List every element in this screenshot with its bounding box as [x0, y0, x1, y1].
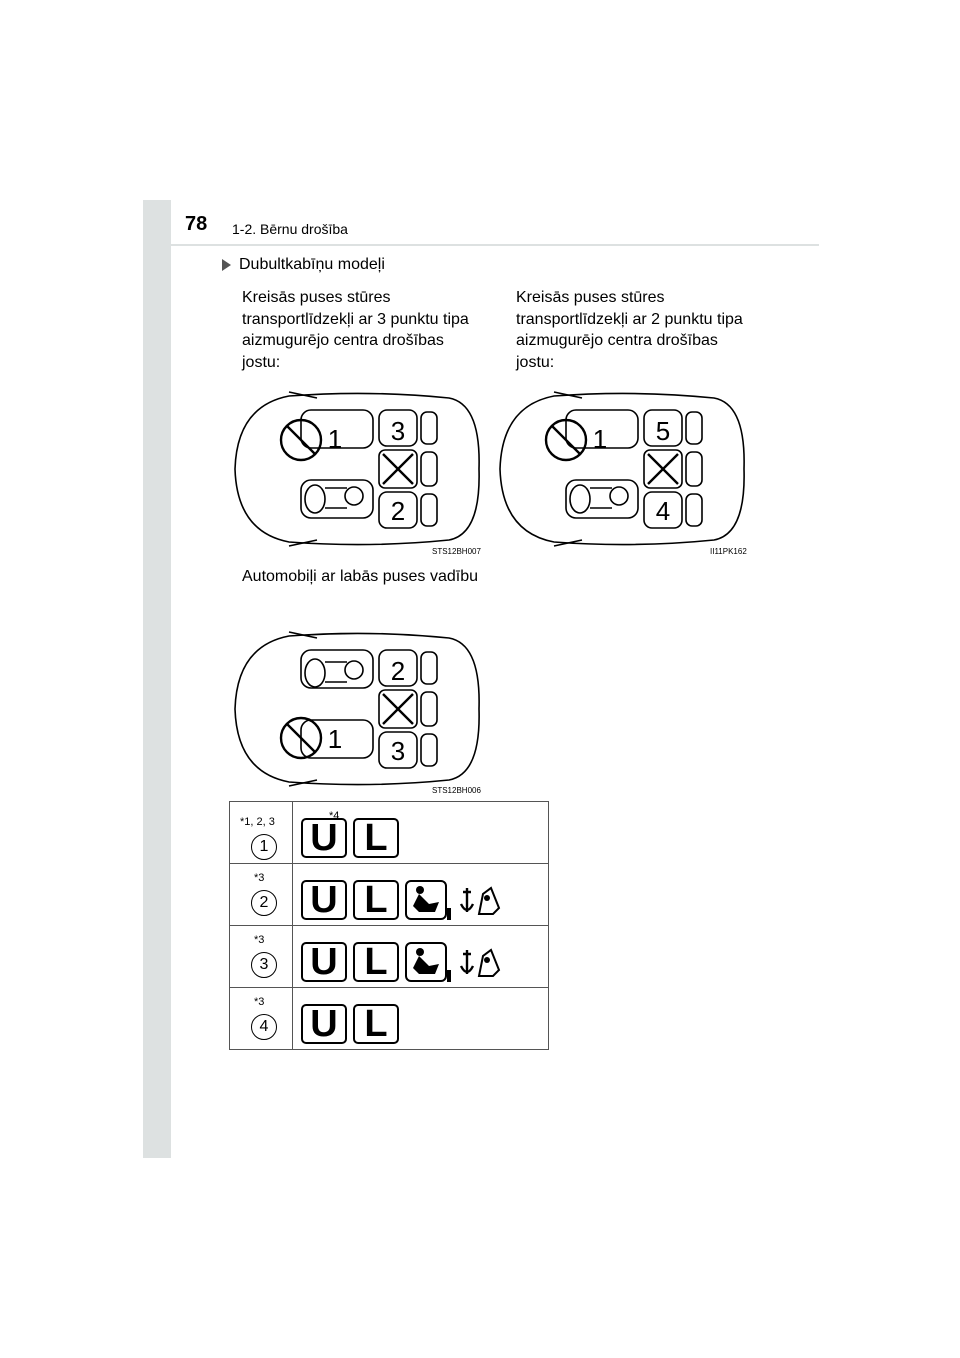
symbol-cell: *4 U L: [292, 801, 549, 864]
side-tab: [143, 200, 171, 1158]
isofix-anchor-icon: [459, 948, 501, 977]
universal-symbol: U: [301, 880, 347, 920]
seat-number: 3: [251, 952, 277, 978]
forward-facing-child-seat-icon: [405, 880, 451, 920]
seat-note: *1, 2, 3: [240, 816, 275, 828]
triangle-bullet-icon: [222, 259, 231, 271]
figure-code: STS12BH007: [432, 547, 481, 556]
symbol-cell: U L: [292, 987, 549, 1050]
lateral-symbol: L: [353, 880, 399, 920]
table-row: *3 2 U L: [229, 863, 549, 926]
seat-number-rear-a: 5: [656, 416, 670, 446]
lateral-symbol: L: [353, 818, 399, 858]
seat-suitability-table: *1, 2, 3 1 *4 U L *3 2 U L: [229, 801, 549, 1050]
figure-code: STS12BH006: [432, 786, 481, 795]
seat-number: 2: [251, 890, 277, 916]
car-diagram-lhd-2pt: 1 5 4: [499, 391, 745, 547]
header-rule: [171, 244, 819, 246]
seat-number: 1: [251, 834, 277, 860]
figure-code: II11PK162: [710, 547, 747, 556]
lateral-symbol: L: [353, 1004, 399, 1044]
seat-number-rear-b: 2: [391, 496, 405, 526]
seat-number-front: 1: [328, 724, 342, 754]
symbol-note: *4: [329, 810, 340, 822]
forward-facing-child-seat-icon: [405, 942, 451, 982]
seat-number-rear-b: 3: [391, 736, 405, 766]
seat-number-rear-b: 4: [656, 496, 670, 526]
symbol-group: U L: [301, 942, 503, 982]
lateral-symbol: L: [353, 942, 399, 982]
symbol-group: U L: [301, 880, 503, 920]
seat-number-front: 1: [328, 424, 342, 454]
seat-cell: *3 3: [229, 925, 293, 988]
car-diagram-rhd: 1 2 3: [234, 631, 480, 787]
universal-symbol: U: [301, 818, 347, 858]
rhd-caption: Automobiļi ar labās puses vadību: [242, 568, 478, 585]
isofix-anchor-icon: [459, 886, 501, 915]
right-caption: Kreisās puses stūres transportlīdzekļi a…: [516, 289, 743, 371]
seat-note: *3: [254, 996, 265, 1008]
symbol-group: U L: [301, 1004, 399, 1044]
universal-symbol: U: [301, 1004, 347, 1044]
seat-number-front: 1: [593, 424, 607, 454]
seat-note: *3: [254, 872, 265, 884]
left-caption: Kreisās puses stūres transportlīdzekļi a…: [242, 289, 469, 371]
seat-cell: *1, 2, 3 1: [229, 801, 293, 864]
heading: Dubultkabīņu modeļi: [222, 256, 385, 274]
symbol-cell: U L: [292, 925, 549, 988]
seat-cell: *3 4: [229, 987, 293, 1050]
symbol-group: U L: [301, 818, 399, 858]
section-title: 1-2. Bērnu drošība: [232, 221, 348, 237]
universal-symbol: U: [301, 942, 347, 982]
car-diagram-lhd-3pt: 1 3 2: [234, 391, 480, 547]
page-number: 78: [185, 213, 208, 235]
symbol-cell: U L: [292, 863, 549, 926]
seat-number: 4: [251, 1014, 277, 1040]
heading-text: Dubultkabīņu modeļi: [239, 256, 385, 273]
table-row: *3 4 U L: [229, 987, 549, 1050]
seat-cell: *3 2: [229, 863, 293, 926]
seat-number-rear-a: 3: [391, 416, 405, 446]
seat-number-rear-a: 2: [391, 656, 405, 686]
table-row: *1, 2, 3 1 *4 U L: [229, 801, 549, 864]
seat-note: *3: [254, 934, 265, 946]
table-row: *3 3 U L: [229, 925, 549, 988]
